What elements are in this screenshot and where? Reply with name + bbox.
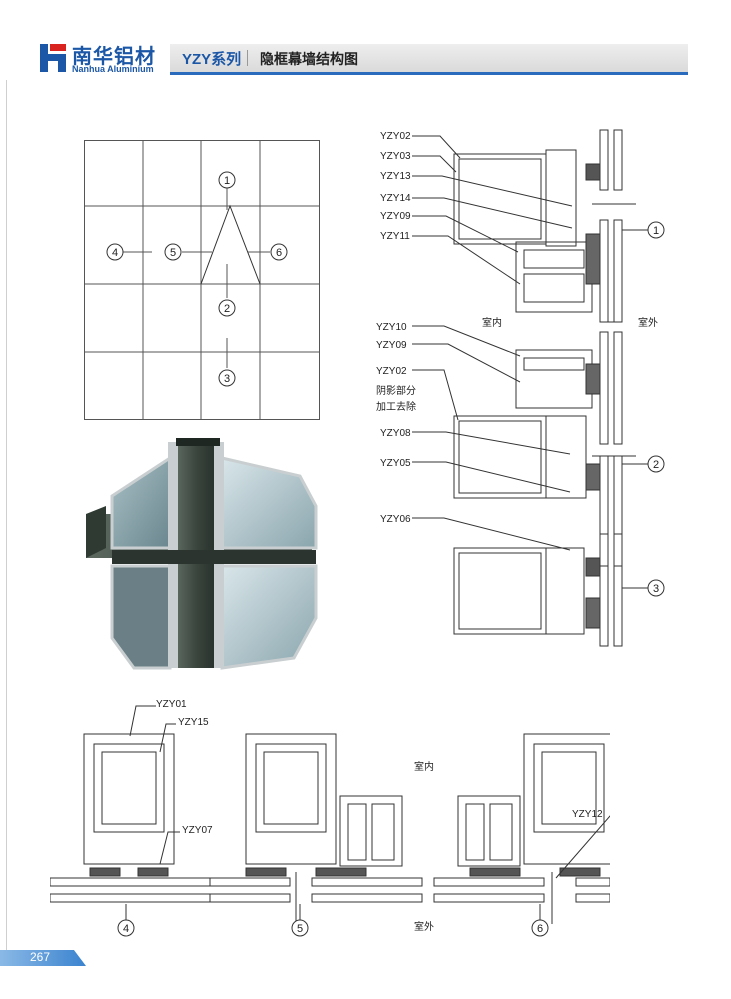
label-yzy06: YZY06 [380,514,411,525]
series-name: YZY系列 [182,51,242,68]
label-yzy03: YZY03 [380,151,411,162]
label-yzy10: YZY10 [376,322,407,333]
svg-text:6: 6 [537,923,543,935]
label-yzy01: YZY01 [156,699,187,710]
bottom-marker-5: 5 [291,919,309,937]
label-yzy09-b: YZY09 [376,340,407,351]
bottom-marker-6: 6 [531,919,549,937]
horizontal-section-drawings: YZY01 YZY15 YZY07 YZY12 室内 室外 4 5 6 [50,699,610,937]
label-outdoor-right: 室外 [638,316,658,329]
svg-text:3: 3 [224,373,230,385]
section-marker-2: 2 [647,455,665,473]
svg-text:2: 2 [224,303,230,315]
brand-name-en: Nanhua Aluminium [72,64,154,74]
elevation-marker-4: 4 [106,243,124,261]
svg-text:3: 3 [653,583,659,595]
page-number-tab: 267 [0,950,86,966]
title-divider [247,50,248,66]
label-yzy08: YZY08 [380,428,411,439]
svg-text:6: 6 [276,247,282,259]
label-yzy02-b: YZY02 [376,366,407,377]
svg-text:5: 5 [170,247,176,259]
page-spine-line [6,80,7,950]
label-yzy14: YZY14 [380,193,411,204]
svg-text:1: 1 [224,175,230,187]
svg-text:5: 5 [297,923,303,935]
section-marker-1: 1 [647,221,665,239]
nanhua-logo-icon [40,44,66,72]
elevation-marker-6: 6 [270,243,288,261]
label-indoor-right: 室内 [482,316,502,329]
elevation-marker-5: 5 [164,243,182,261]
label-yzy12: YZY12 [572,809,603,820]
section-marker-3: 3 [647,579,665,597]
vertical-section-drawings: YZY02 YZY03 YZY13 YZY14 YZY09 YZY11 室内 室… [376,129,665,647]
note-remove-by-machining: 加工去除 [376,400,416,413]
label-yzy09-a: YZY09 [380,211,411,222]
elevation-marker-3: 3 [218,369,236,387]
label-yzy07: YZY07 [182,825,213,836]
svg-text:4: 4 [123,923,129,935]
label-indoor-bottom: 室内 [414,760,434,773]
label-outdoor-bottom: 室外 [414,920,434,933]
label-yzy13: YZY13 [380,171,411,182]
label-yzy02-a: YZY02 [380,131,411,142]
brand-name-cn: 南华铝材 [72,46,156,68]
label-yzy05: YZY05 [380,458,411,469]
curtain-wall-3d-illustration [86,438,318,670]
bottom-marker-4: 4 [117,919,135,937]
page-header: 南华铝材 Nanhua Aluminium YZY系列 隐框幕墙结构图 [0,0,731,80]
svg-text:2: 2 [653,459,659,471]
svg-text:1: 1 [653,225,659,237]
label-yzy15: YZY15 [178,717,209,728]
note-shaded-part: 阴影部分 [376,384,416,397]
label-yzy11: YZY11 [380,231,410,242]
svg-text:4: 4 [112,247,118,259]
elevation-marker-1: 1 [218,171,236,189]
curtain-wall-elevation: 1 4 5 6 2 3 [84,140,320,420]
elevation-marker-2: 2 [218,299,236,317]
page-title: 隐框幕墙结构图 [260,51,358,67]
title-bar [170,44,688,75]
page-number: 267 [30,950,51,964]
